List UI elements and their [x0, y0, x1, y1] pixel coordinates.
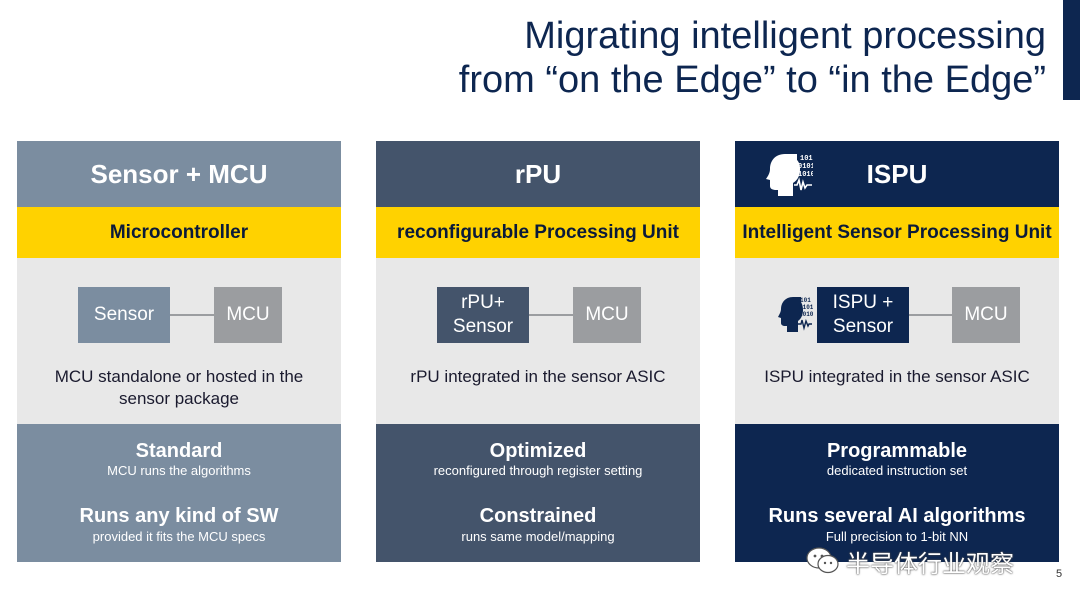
column-footer: Optimized reconfigured through register …: [376, 424, 700, 562]
column-header: rPU: [376, 141, 700, 207]
column-header: Sensor + MCU: [17, 141, 341, 207]
column-description: MCU standalone or hosted in the sensor p…: [54, 367, 304, 408]
column-diagram: rPU+ Sensor MCU rPU integrated in the se…: [376, 258, 700, 424]
footer-subtitle-2: Full precision to 1-bit NN: [825, 529, 969, 544]
svg-text:1010: 1010: [799, 311, 813, 318]
column-footer: Programmable dedicated instruction set R…: [735, 424, 1059, 562]
column-rpu: rPU reconfigurable Processing Unit rPU+ …: [376, 141, 700, 562]
sensor-box: Sensor: [78, 287, 170, 343]
svg-text:0101: 0101: [798, 163, 813, 171]
column-header-label: Sensor + MCU: [90, 158, 268, 189]
footer-title-1: Optimized: [489, 440, 587, 462]
slide-title-line-2: from “on the Edge” to “in the Edge”: [458, 59, 1046, 101]
slide-title-line-1: Migrating intelligent processing: [524, 15, 1046, 57]
footer-title-1: Programmable: [826, 440, 968, 462]
svg-text:1010: 1010: [798, 171, 813, 179]
svg-text:0101: 0101: [799, 304, 813, 311]
column-description: ISPU integrated in the sensor ASIC: [764, 367, 1030, 386]
column-description: rPU integrated in the sensor ASIC: [410, 367, 666, 386]
footer-title-2: Constrained: [479, 505, 597, 527]
ispu-sensor-box: ISPU + Sensor: [817, 287, 909, 343]
column-diagram: Sensor MCU MCU standalone or hosted in t…: [17, 258, 341, 424]
footer-title-2: Runs several AI algorithms: [768, 505, 1026, 527]
footer-title-2: Runs any kind of SW: [79, 505, 279, 527]
column-header: 101 0101 1010 ISPU: [735, 141, 1059, 207]
connector-line: [170, 314, 214, 316]
mcu-box: MCU: [952, 287, 1020, 343]
footer-subtitle-1: reconfigured through register setting: [433, 463, 643, 478]
ai-head-icon: 101 0101 1010: [766, 154, 813, 196]
column-header-label: rPU: [514, 158, 562, 189]
column-sensor-mcu: Sensor + MCU Microcontroller Sensor MCU …: [17, 141, 341, 562]
column-footer: Standard MCU runs the algorithms Runs an…: [17, 424, 341, 562]
footer-subtitle-2: provided it fits the MCU specs: [92, 529, 266, 544]
title-accent-bar: [1063, 0, 1080, 100]
mcu-box: MCU: [214, 287, 282, 343]
connector-line: [529, 314, 573, 316]
rpu-sensor-box: rPU+ Sensor: [437, 287, 529, 343]
mcu-box: MCU: [573, 287, 641, 343]
footer-subtitle-2: runs same model/mapping: [461, 529, 615, 544]
footer-subtitle-1: MCU runs the algorithms: [107, 463, 251, 478]
watermark: 半导体行业观察: [806, 544, 1014, 578]
column-ispu: 101 0101 1010 ISPU Intelligent Sensor Pr…: [735, 141, 1059, 562]
ai-head-small-icon: 101 0101 1010: [778, 297, 813, 332]
column-diagram: 101 0101 1010 ISPU + Sensor MCU ISPU int…: [735, 258, 1059, 424]
watermark-text: 半导体行业观察: [846, 550, 1014, 578]
column-subtitle: Microcontroller: [17, 207, 341, 258]
footer-subtitle-1: dedicated instruction set: [826, 463, 968, 478]
column-subtitle: Intelligent Sensor Processing Unit: [735, 207, 1059, 258]
page-number: 5: [1056, 568, 1063, 580]
connector-line: [909, 314, 952, 316]
svg-text:101: 101: [800, 155, 813, 163]
wechat-icon: [806, 547, 839, 574]
column-header-label: ISPU: [866, 158, 928, 189]
footer-title-1: Standard: [135, 440, 223, 462]
svg-text:101: 101: [800, 297, 811, 304]
column-subtitle: reconfigurable Processing Unit: [376, 207, 700, 258]
